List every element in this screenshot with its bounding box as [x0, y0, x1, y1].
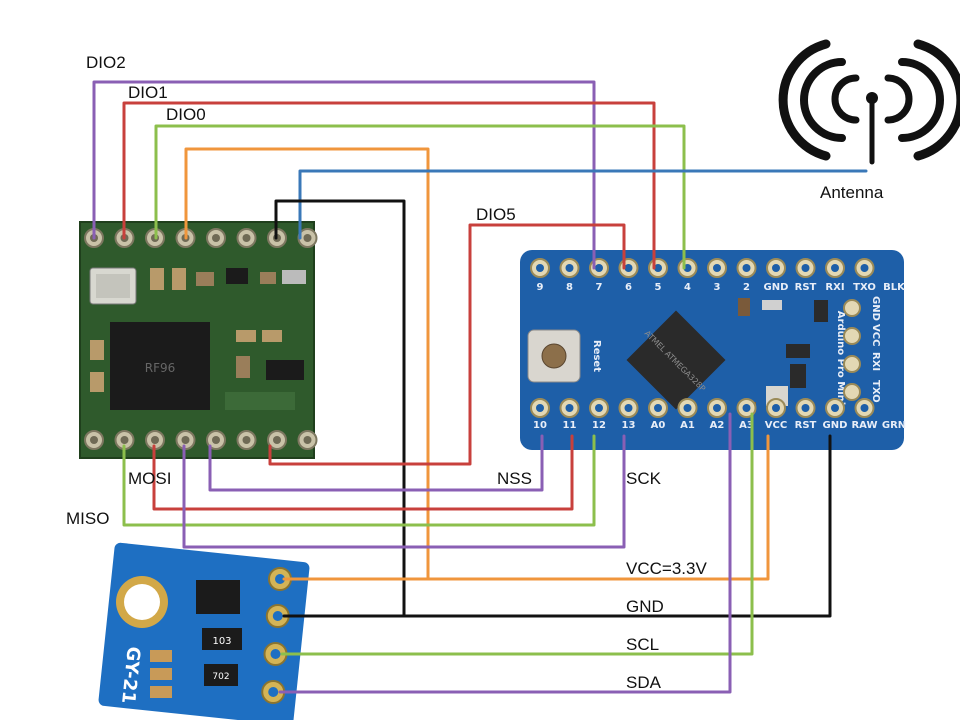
label-sda: SDA	[626, 673, 662, 692]
label-nss: NSS	[497, 469, 532, 488]
label-vcc: VCC=3.3V	[626, 559, 707, 578]
arduino-top-pin-label: 5	[655, 282, 662, 293]
sensor-chip	[196, 580, 240, 614]
reset-label: Reset	[591, 340, 602, 372]
signal-labels: DIO2 DIO1 DIO0 DIO5 Antenna MOSI MISO NS…	[66, 53, 884, 692]
arduino-top-pin-label: RXI	[825, 282, 844, 293]
arduino-bottom-pin-label: RST	[795, 420, 817, 431]
rfm-bottom-pin-row	[84, 430, 318, 450]
arduino-bottom-pin-label: GRN	[882, 420, 906, 431]
arduino-top-pin-label: 3	[714, 282, 721, 293]
arduino-top-pin-label: BLK	[883, 282, 906, 293]
arduino-top-pin-label: 9	[537, 282, 544, 293]
resistor-code: 103	[212, 636, 231, 647]
label-dio0: DIO0	[166, 105, 206, 124]
rfm-chip	[110, 322, 210, 410]
arduino-bottom-pin-label: A3	[739, 420, 754, 431]
arduino-top-pin-label: 8	[566, 282, 573, 293]
board-name-label: Arduino Pro Mini	[835, 311, 846, 405]
wires	[92, 80, 868, 694]
antenna-icon	[778, 39, 960, 165]
label-dio5: DIO5	[476, 205, 516, 224]
arduino-top-pin-label: 7	[596, 282, 603, 293]
arduino-bottom-pin-label: 10	[533, 420, 547, 431]
label-scl: SCL	[626, 635, 659, 654]
wire-antenna	[298, 169, 868, 240]
arduino-bottom-pin-label: A0	[651, 420, 666, 431]
label-mosi: MOSI	[128, 469, 171, 488]
label-miso: MISO	[66, 509, 109, 528]
arduino-right-pin-label: RXI	[870, 352, 881, 371]
wire-mosi	[152, 434, 574, 511]
wire-dio0	[154, 124, 686, 270]
arduino-bottom-pin-label: VCC	[765, 420, 787, 431]
arduino-bottom-pin-label: 12	[592, 420, 606, 431]
arduino-right-pin	[843, 327, 861, 345]
label-antenna: Antenna	[820, 183, 884, 202]
wire-nss	[208, 434, 544, 492]
wire-sda	[278, 412, 732, 694]
label-sck: SCK	[626, 469, 662, 488]
rfm-chip-label: RF96	[145, 361, 176, 375]
label-dio2: DIO2	[86, 53, 126, 72]
arduino-right-pin-label: GND	[870, 296, 881, 321]
wire-sck	[182, 434, 626, 549]
arduino-right-pin	[843, 355, 861, 373]
arduino-bottom-pin-label: GND	[823, 420, 848, 431]
wire-miso	[122, 434, 596, 527]
label-gnd: GND	[626, 597, 664, 616]
arduino-right-pin-labels: GND VCC RXI TXO	[843, 296, 881, 403]
chip-code: 702	[212, 672, 229, 682]
wire-dio1	[122, 101, 656, 270]
arduino-right-pin-label: TXO	[870, 380, 881, 403]
arduino-bottom-pin-label: A2	[710, 420, 725, 431]
arduino-bottom-pin-label: A1	[680, 420, 695, 431]
label-dio1: DIO1	[128, 83, 168, 102]
mcu-chip	[626, 310, 726, 410]
wire-gnd	[274, 199, 832, 618]
gy21-sensor: 103 702 GY-21	[98, 542, 310, 720]
arduino-right-pin	[843, 299, 861, 317]
arduino-bottom-pin-label: RAW	[851, 420, 877, 431]
wire-scl	[280, 412, 754, 656]
arduino-right-pin-label: VCC	[870, 324, 881, 346]
arduino-bottom-pin-label: 11	[563, 420, 577, 431]
arduino-top-pin-label: 4	[684, 282, 691, 293]
arduino-bottom-pin-label: 13	[622, 420, 636, 431]
wire-dio5	[268, 223, 626, 466]
wire-vcc	[184, 147, 770, 581]
arduino-right-pin	[843, 383, 861, 401]
arduino-top-pin-label: RST	[795, 282, 817, 293]
arduino-top-pin-label: 2	[743, 282, 750, 293]
arduino-top-pin-label: 6	[625, 282, 632, 293]
arduino-top-pin-label: TXO	[853, 282, 876, 293]
arduino-top-pin-label: GND	[764, 282, 789, 293]
rfm-module: RF96	[79, 221, 315, 459]
wire-dio2	[92, 80, 596, 270]
gy21-pin-column	[261, 567, 292, 704]
